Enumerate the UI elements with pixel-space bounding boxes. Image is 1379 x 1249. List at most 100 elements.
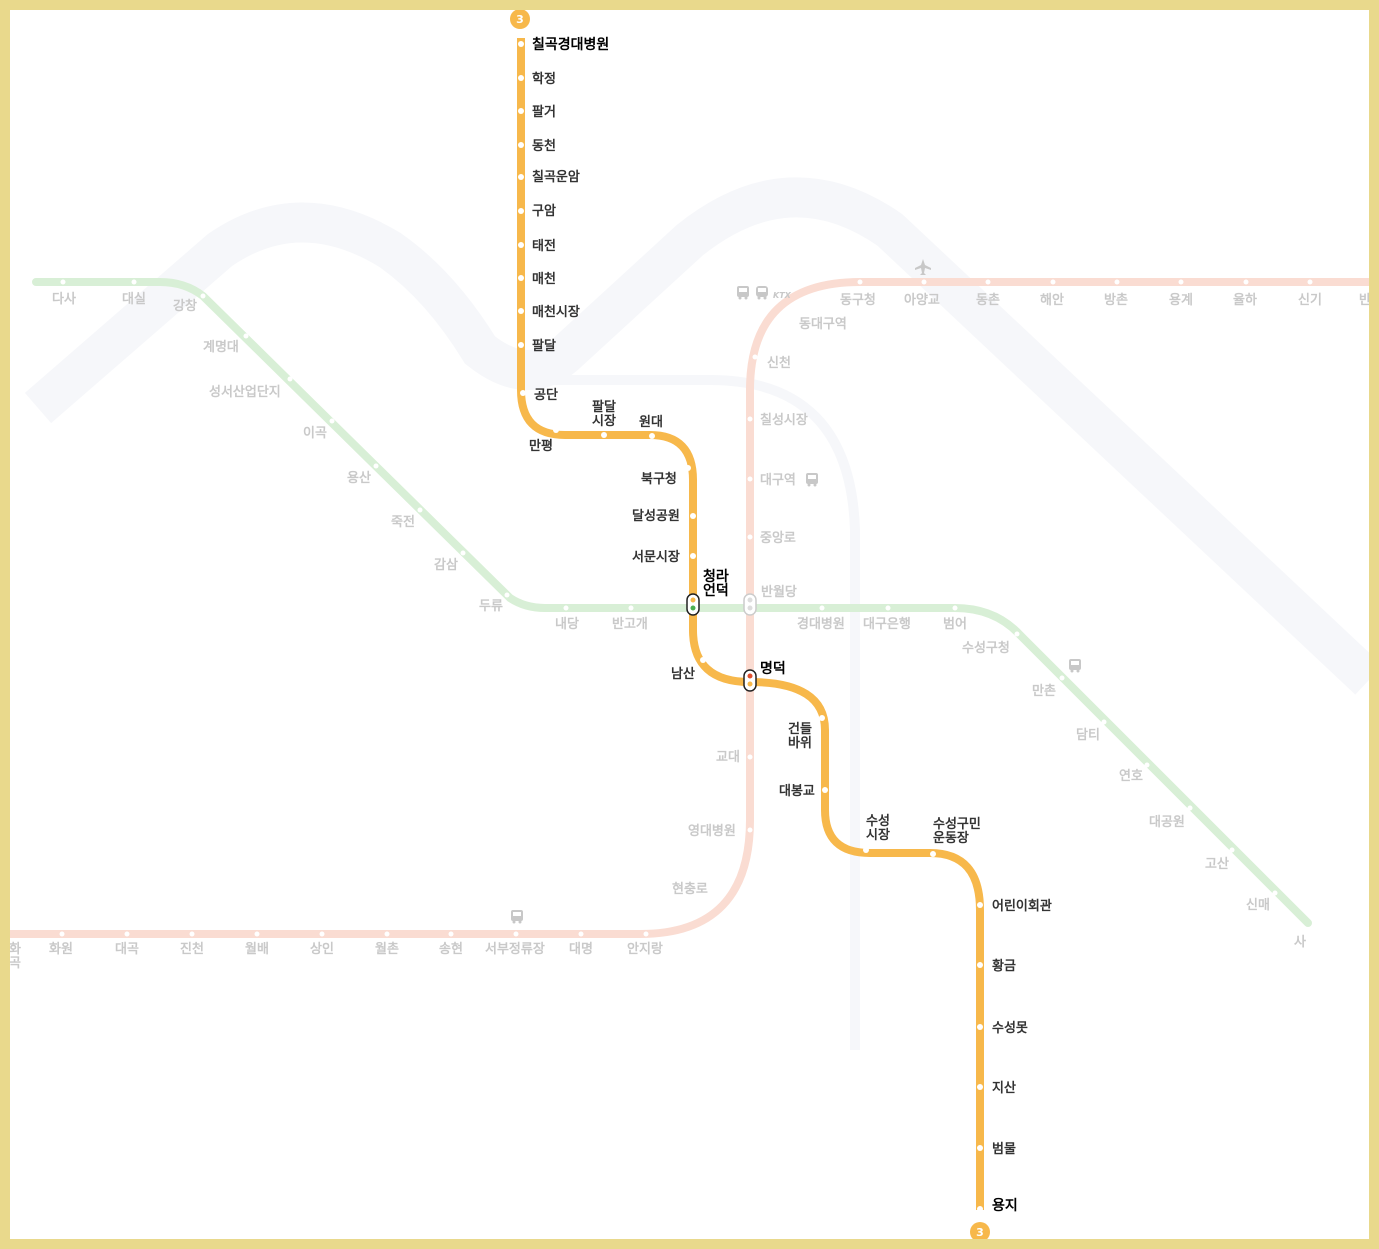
- station-dot[interactable]: [1187, 805, 1193, 811]
- station-label[interactable]: 안지랑: [627, 941, 663, 957]
- station-dot[interactable]: [690, 513, 696, 519]
- station-dot[interactable]: [319, 931, 325, 937]
- station-dot[interactable]: [518, 342, 524, 348]
- station-dot[interactable]: [685, 465, 691, 471]
- station-label[interactable]: 매천시장: [532, 304, 580, 320]
- station-dot[interactable]: [628, 605, 634, 611]
- station-dot[interactable]: [1059, 675, 1065, 681]
- station-label[interactable]: 두류: [479, 599, 503, 614]
- station-label[interactable]: 원대: [639, 415, 663, 430]
- station-label[interactable]: 반고개: [612, 616, 648, 632]
- station-label[interactable]: 연호: [1119, 769, 1143, 784]
- station-label[interactable]: 대명: [569, 941, 593, 957]
- station-label[interactable]: 영대병원: [688, 823, 736, 839]
- station-dot[interactable]: [384, 931, 390, 937]
- station-dot[interactable]: [977, 902, 983, 908]
- station-dot[interactable]: [1144, 762, 1150, 768]
- station-dot[interactable]: [1307, 279, 1313, 285]
- station-dot[interactable]: [59, 931, 65, 937]
- station-label[interactable]: 범물: [992, 1141, 1016, 1157]
- station-dot[interactable]: [921, 279, 927, 285]
- station-label[interactable]: 율하: [1233, 292, 1257, 308]
- station-dot[interactable]: [518, 142, 524, 148]
- station-label-chilgok-knuh[interactable]: 칠곡경대병원: [532, 36, 609, 53]
- station-dot[interactable]: [643, 931, 649, 937]
- station-label-yongji[interactable]: 용지: [992, 1198, 1018, 1214]
- station-dot[interactable]: [822, 787, 828, 793]
- station-dot[interactable]: [1101, 719, 1107, 725]
- station-label[interactable]: 지산: [992, 1080, 1016, 1096]
- station-dot[interactable]: [1114, 279, 1120, 285]
- subway-map[interactable]: 3 3: [10, 10, 1369, 1239]
- station-label[interactable]: 서문시장: [632, 549, 680, 565]
- station-label[interactable]: 신천: [767, 356, 791, 371]
- station-dot[interactable]: [1050, 279, 1056, 285]
- station-label[interactable]: 칠곡운암: [532, 169, 580, 185]
- station-dot[interactable]: [520, 390, 526, 396]
- station-dot[interactable]: [747, 416, 753, 422]
- station-label[interactable]: 방촌: [1104, 292, 1128, 308]
- station-dot[interactable]: [243, 333, 249, 339]
- station-label[interactable]: 동대구역: [799, 316, 847, 332]
- station-dot[interactable]: [287, 376, 293, 382]
- station-dot[interactable]: [518, 275, 524, 281]
- station-label[interactable]: 진천: [180, 941, 204, 957]
- station-dot[interactable]: [700, 657, 706, 663]
- station-dot[interactable]: [713, 897, 719, 903]
- station-label[interactable]: 계명대: [203, 339, 239, 355]
- station-label[interactable]: 범어: [943, 616, 967, 632]
- station-dot[interactable]: [977, 1024, 983, 1030]
- station-dot[interactable]: [513, 931, 519, 937]
- station-label[interactable]: 중앙로: [760, 530, 796, 546]
- station-dot[interactable]: [563, 605, 569, 611]
- station-label[interactable]: 동구청: [840, 292, 876, 308]
- station-label[interactable]: 이곡: [303, 425, 327, 441]
- station-label[interactable]: 화원: [49, 941, 73, 957]
- station-dot[interactable]: [124, 931, 130, 937]
- station-label-geondeul-bawi[interactable]: 건들 바위: [788, 721, 812, 751]
- station-dot[interactable]: [60, 279, 66, 285]
- station-dot[interactable]: [504, 592, 510, 598]
- station-label[interactable]: 송현: [439, 941, 463, 957]
- station-dot[interactable]: [977, 962, 983, 968]
- station-dot[interactable]: [1178, 279, 1184, 285]
- station-label[interactable]: 강창: [173, 298, 197, 314]
- station-label[interactable]: 신매: [1246, 898, 1270, 913]
- station-dot[interactable]: [417, 507, 423, 513]
- station-label[interactable]: 팔달: [532, 339, 556, 354]
- station-label[interactable]: 남산: [671, 666, 695, 682]
- station-dot[interactable]: [601, 432, 607, 438]
- station-dot[interactable]: [460, 550, 466, 556]
- station-dot[interactable]: [747, 534, 753, 540]
- station-dot[interactable]: [952, 605, 958, 611]
- station-label[interactable]: 죽전: [391, 514, 415, 530]
- station-dot[interactable]: [752, 354, 758, 360]
- station-dot[interactable]: [518, 108, 524, 114]
- transfer-banwoldang[interactable]: [743, 593, 757, 616]
- station-label[interactable]: 매천: [532, 272, 556, 287]
- station-dot[interactable]: [189, 931, 195, 937]
- station-label[interactable]: 달성공원: [632, 509, 680, 524]
- station-dot[interactable]: [977, 1084, 983, 1090]
- station-label-suseong-market[interactable]: 수성 시장: [866, 814, 890, 843]
- station-label[interactable]: 해안: [1040, 292, 1064, 308]
- station-dot[interactable]: [985, 279, 991, 285]
- station-label[interactable]: 구암: [532, 203, 556, 219]
- station-label[interactable]: 신기: [1298, 293, 1322, 308]
- station-dot[interactable]: [819, 605, 825, 611]
- station-label[interactable]: 동촌: [976, 293, 1000, 308]
- station-dot[interactable]: [518, 174, 524, 180]
- station-dot[interactable]: [553, 427, 559, 433]
- station-label[interactable]: 어린이회관: [992, 898, 1052, 914]
- station-label[interactable]: 용산: [347, 470, 371, 486]
- station-label[interactable]: 대공원: [1149, 815, 1185, 830]
- station-label[interactable]: 만촌: [1032, 683, 1056, 699]
- transfer-myeongdeok[interactable]: [743, 669, 757, 692]
- station-label[interactable]: 반월당: [761, 584, 797, 600]
- station-label[interactable]: 다사: [52, 291, 76, 307]
- station-dot[interactable]: [578, 931, 584, 937]
- station-dot[interactable]: [254, 931, 260, 937]
- station-dot[interactable]: [1272, 890, 1278, 896]
- station-dot[interactable]: [131, 279, 137, 285]
- station-dot[interactable]: [518, 75, 524, 81]
